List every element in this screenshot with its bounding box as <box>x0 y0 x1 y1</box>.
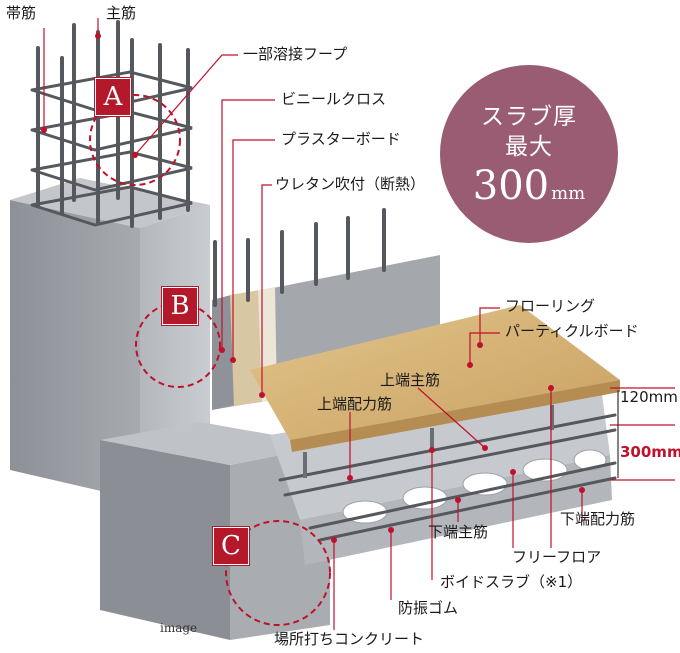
label-cast-concrete: 場所打ちコンクリート <box>274 630 425 648</box>
label-flooring: フローリング <box>505 297 596 315</box>
label-free-floor: フリーフロア <box>512 548 602 566</box>
label-dim-slab: 300mm <box>620 443 680 461</box>
lower-beam <box>100 422 330 640</box>
detail-badge-a: A <box>95 78 131 116</box>
detail-circles <box>89 94 331 626</box>
slab-rebar <box>278 413 617 542</box>
label-bottom-main-bar: 下端主筋 <box>428 523 489 541</box>
label-dim-floor: 120mm <box>620 388 678 406</box>
detail-badge-b: B <box>162 287 198 325</box>
leader-lines <box>43 18 675 630</box>
label-top-main-bar: 上端主筋 <box>380 371 441 389</box>
label-top-distribution-bar: 上端配力筋 <box>317 395 393 413</box>
label-partial-weld-hoop: 一部溶接フープ <box>243 45 348 63</box>
label-bottom-distribution-bar: 下端配力筋 <box>560 510 636 528</box>
callout-line1: スラブ厚 <box>481 104 577 130</box>
callout-number: 300 <box>472 163 550 209</box>
wall-rebar <box>213 208 386 307</box>
label-vibration-rubber: 防振ゴム <box>398 599 459 617</box>
detail-badge-c: C <box>213 527 249 565</box>
callout-unit: mm <box>551 183 586 204</box>
label-image-note: image <box>160 621 198 635</box>
label-void-slab: ボイドスラブ（※1） <box>440 573 583 591</box>
column-rebar-cage <box>30 20 193 228</box>
label-plaster-board: プラスターボード <box>281 130 401 148</box>
label-urethane: ウレタン吹付（断熱） <box>275 175 426 193</box>
label-main-bar: 主筋 <box>106 4 137 22</box>
label-hoop: 帯筋 <box>6 4 37 22</box>
label-vinyl-cloth: ビニールクロス <box>281 90 387 108</box>
leader-dots <box>41 33 585 543</box>
label-particle-board: パーティクルボード <box>505 322 639 340</box>
callout-line2: 最大 <box>505 134 553 160</box>
